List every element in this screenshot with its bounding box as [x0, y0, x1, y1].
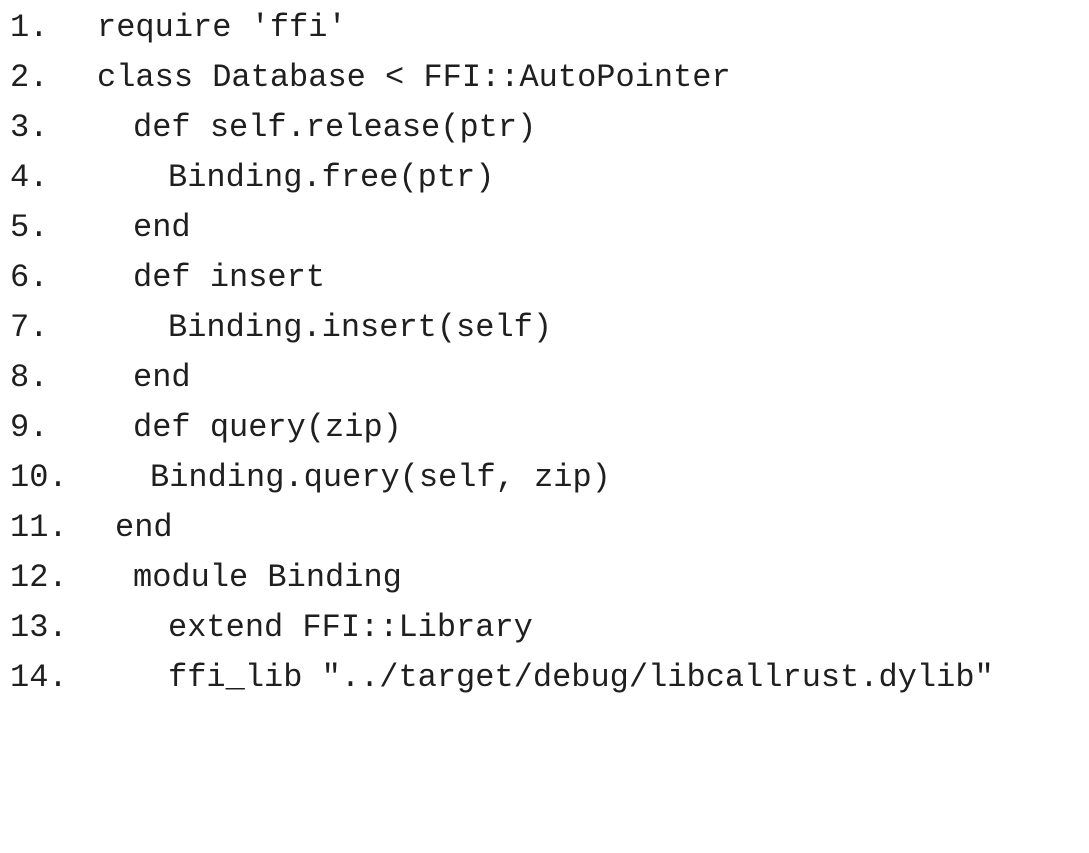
- code-line-10: 10. Binding.query(self, zip): [0, 453, 1089, 503]
- line-code: extend FFI::Library: [168, 609, 533, 646]
- line-code: def insert: [133, 259, 326, 296]
- line-number: 1.: [10, 9, 49, 46]
- line-number: 3.: [10, 109, 49, 146]
- code-line-4: 4. Binding.free(ptr): [0, 153, 1089, 203]
- code-line-1: 1. require 'ffi': [0, 3, 1089, 53]
- line-number: 5.: [10, 209, 49, 246]
- line-number: 8.: [10, 359, 49, 396]
- line-code: end: [115, 509, 173, 546]
- code-line-9: 9. def query(zip): [0, 403, 1089, 453]
- line-code: end: [133, 209, 191, 246]
- line-number: 9.: [10, 409, 49, 446]
- code-listing: 1. require 'ffi' 2. class Database < FFI…: [0, 3, 1089, 703]
- code-line-3: 3. def self.release(ptr): [0, 103, 1089, 153]
- line-number: 10.: [10, 459, 68, 496]
- code-line-7: 7. Binding.insert(self): [0, 303, 1089, 353]
- code-line-5: 5. end: [0, 203, 1089, 253]
- line-code: def self.release(ptr): [133, 109, 537, 146]
- line-code: Binding.query(self, zip): [150, 459, 611, 496]
- line-number: 7.: [10, 309, 49, 346]
- line-number: 11.: [10, 509, 68, 546]
- line-number: 2.: [10, 59, 49, 96]
- line-number: 6.: [10, 259, 49, 296]
- line-code: ffi_lib "../target/debug/libcallrust.dyl…: [168, 659, 994, 696]
- line-number: 12.: [10, 559, 68, 596]
- code-line-13: 13. extend FFI::Library: [0, 603, 1089, 653]
- line-number: 13.: [10, 609, 68, 646]
- line-number: 14.: [10, 659, 68, 696]
- code-line-6: 6. def insert: [0, 253, 1089, 303]
- line-code: Binding.insert(self): [168, 309, 553, 346]
- code-line-8: 8. end: [0, 353, 1089, 403]
- line-code: def query(zip): [133, 409, 402, 446]
- code-line-12: 12. module Binding: [0, 553, 1089, 603]
- code-line-14: 14. ffi_lib "../target/debug/libcallrust…: [0, 653, 1089, 703]
- line-code: require 'ffi': [97, 9, 347, 46]
- line-code: end: [133, 359, 191, 396]
- line-code: module Binding: [133, 559, 402, 596]
- line-code: Binding.free(ptr): [168, 159, 495, 196]
- line-number: 4.: [10, 159, 49, 196]
- line-code: class Database < FFI::AutoPointer: [97, 59, 731, 96]
- code-line-11: 11. end: [0, 503, 1089, 553]
- code-line-2: 2. class Database < FFI::AutoPointer: [0, 53, 1089, 103]
